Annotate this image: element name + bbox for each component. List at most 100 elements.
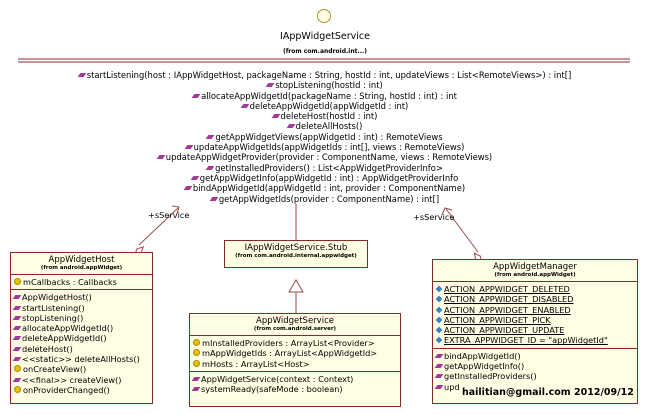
operation-text: deleteAppWidgetId(appWidgetId : int) — [249, 100, 409, 111]
attribute-row: EXTRA_APPWIDGET_ID = "appWidgetId" — [435, 335, 637, 346]
class-appwidgetmanager[interactable]: AppWidgetManager (from android.appWidget… — [432, 259, 638, 404]
attributes-section: mInstalledProviders : ArrayList<Provider… — [190, 336, 400, 372]
operation-row: allocateAppWidgetId() — [12, 323, 152, 334]
attribute-row: ACTION_APPWIDGET_DELETED — [435, 284, 637, 294]
class-appwidgethost[interactable]: AppWidgetHost (from android.appWidget) m… — [10, 252, 153, 404]
member-text: deleteAppWidgetId() — [22, 333, 107, 344]
operation-icon — [205, 165, 215, 170]
operation-row: onCreateView() — [14, 364, 152, 374]
member-text: <<final>> createView() — [22, 374, 122, 385]
operation-icon — [434, 384, 444, 389]
operation-icon — [12, 315, 22, 320]
class-header: AppWidgetManager (from android.appWidget… — [433, 260, 637, 282]
operation-icon — [12, 305, 22, 310]
static-attribute-icon — [435, 326, 443, 334]
interface-operation: getAppWidgetIds(provider : ComponentName… — [0, 194, 650, 204]
class-appwidgetservice[interactable]: AppWidgetService (from com.android.serve… — [189, 313, 401, 407]
operations-section: AppWidgetService(context : Context)syste… — [190, 372, 400, 397]
operation-icon — [156, 155, 166, 160]
operation-icon — [12, 357, 22, 362]
attribute-row: mHosts : ArrayList<Host> — [193, 359, 400, 369]
member-text: AppWidgetService(context : Context) — [201, 373, 354, 384]
class-package: (from android.appWidget) — [494, 272, 576, 278]
static-attribute-icon — [435, 295, 443, 303]
interface-operation: getAppWidgetViews(appWidgetId : int) : R… — [0, 132, 650, 142]
operation-row: upd — [434, 381, 637, 392]
interface-operation: updateAppWidgetProvider(provider : Compo… — [0, 152, 650, 162]
class-package: (from android.appWidget) — [40, 265, 123, 271]
class-header: AppWidgetHost (from android.appWidget) — [11, 253, 152, 275]
operation-row: onProviderChanged() — [14, 385, 152, 395]
operation-icon — [191, 387, 201, 392]
attribute-row: ACTION_APPWIDGET_ENABLED — [435, 305, 637, 315]
operation-text: bindAppWidgetId(appWidgetId : int, provi… — [192, 183, 466, 194]
attribute-row: mInstalledProviders : ArrayList<Provider… — [193, 338, 400, 348]
member-text: <<static>> deleteAllHosts() — [22, 354, 140, 365]
attribute-row: mCallbacks : Callbacks — [14, 277, 152, 287]
member-text: startListening() — [22, 302, 85, 313]
member-text: systemReady(safeMode : boolean) — [201, 384, 343, 395]
member-text: stopListening() — [22, 312, 84, 323]
operations-section: AppWidgetHost()startListening()stopListe… — [11, 290, 152, 397]
member-text: onCreateView() — [23, 364, 87, 375]
operation-icon — [12, 295, 22, 300]
operation-icon — [12, 326, 22, 331]
operation-row: <<final>> createView() — [12, 374, 152, 385]
operation-icon — [286, 124, 296, 129]
operation-row: deleteAppWidgetId() — [12, 333, 152, 344]
manager-association-line — [445, 208, 479, 253]
static-attribute-icon — [435, 337, 443, 344]
interface-operation: deleteAppWidgetId(appWidgetId : int) — [0, 101, 650, 111]
attribute-row: ACTION_APPWIDGET_UPDATE — [435, 325, 637, 335]
member-text: upd — [444, 381, 460, 392]
attribute-row: ACTION_APPWIDGET_DISABLED — [435, 294, 637, 305]
interface-package: (from com.android.int...) — [282, 48, 368, 55]
member-text: mCallbacks : Callbacks — [23, 277, 117, 287]
interface-operation: allocateAppWidgetId(packageName : String… — [0, 91, 650, 101]
manager-arrowhead-icon — [441, 207, 453, 216]
author-signature: hailitian@gmail.com 2012/09/12 — [462, 387, 634, 398]
operations-section: bindAppWidgetId()getAppWidgetInfo()getIn… — [433, 349, 637, 394]
member-text: EXTRA_APPWIDGET_ID = "appWidgetId" — [444, 335, 608, 346]
member-text: onProviderChanged() — [23, 384, 110, 395]
operation-text: deleteAllHosts() — [295, 121, 363, 132]
operation-row: startListening() — [12, 302, 152, 313]
operation-icon — [434, 364, 444, 369]
class-header: IAppWidgetService.Stub (from com.android… — [225, 241, 367, 262]
operation-icon — [209, 196, 219, 201]
operation-icon — [183, 186, 193, 191]
member-text: getInstalledProviders() — [444, 371, 537, 382]
member-text: allocateAppWidgetId() — [22, 323, 114, 334]
operation-text: getAppWidgetInfo(appWidgetId : int) : Ap… — [199, 172, 459, 183]
operation-row: AppWidgetService(context : Context) — [191, 373, 400, 384]
interface-operation: deleteHost(hostId : int) — [0, 111, 650, 121]
generalization-triangle-icon — [288, 279, 304, 293]
operation-row: <<static>> deleteAllHosts() — [12, 354, 152, 365]
operation-icon — [12, 377, 22, 382]
interface-circle-icon — [317, 9, 331, 23]
operation-icon — [191, 376, 201, 381]
attribute-row: mAppWidgetIds : ArrayList<AppWidgetId> — [193, 348, 400, 358]
operation-icon — [77, 73, 87, 77]
class-name: IAppWidgetService.Stub — [244, 243, 348, 253]
operation-text: allocateAppWidgetId(packageName : String… — [201, 90, 457, 101]
operation-text: updateAppWidgetProvider(provider : Compo… — [165, 152, 493, 163]
member-key-icon — [193, 359, 200, 367]
class-iappwidgetservice-stub[interactable]: IAppWidgetService.Stub (from com.android… — [224, 240, 368, 268]
member-text: ACTION_APPWIDGET_PICK — [444, 314, 551, 325]
static-attribute-icon — [435, 316, 443, 324]
host-association-label: +sService — [148, 210, 190, 220]
attribute-row: ACTION_APPWIDGET_PICK — [435, 314, 637, 325]
operation-icon — [190, 175, 200, 180]
member-text: ACTION_APPWIDGET_DISABLED — [444, 294, 574, 305]
interface-operation: getInstalledProviders() : List<AppWidget… — [0, 163, 650, 173]
interface-name: IAppWidgetService — [280, 31, 370, 42]
interface-operation: stopListening(hostId : int) — [0, 80, 650, 90]
operation-text: stopListening(hostId : int) — [275, 80, 383, 91]
operation-icon — [271, 114, 280, 119]
operation-icon — [206, 134, 215, 139]
operation-text: getInstalledProviders() : List<AppWidget… — [215, 162, 443, 173]
class-name: AppWidgetManager — [493, 262, 577, 272]
operation-text: deleteHost(hostId : int) — [280, 111, 378, 122]
